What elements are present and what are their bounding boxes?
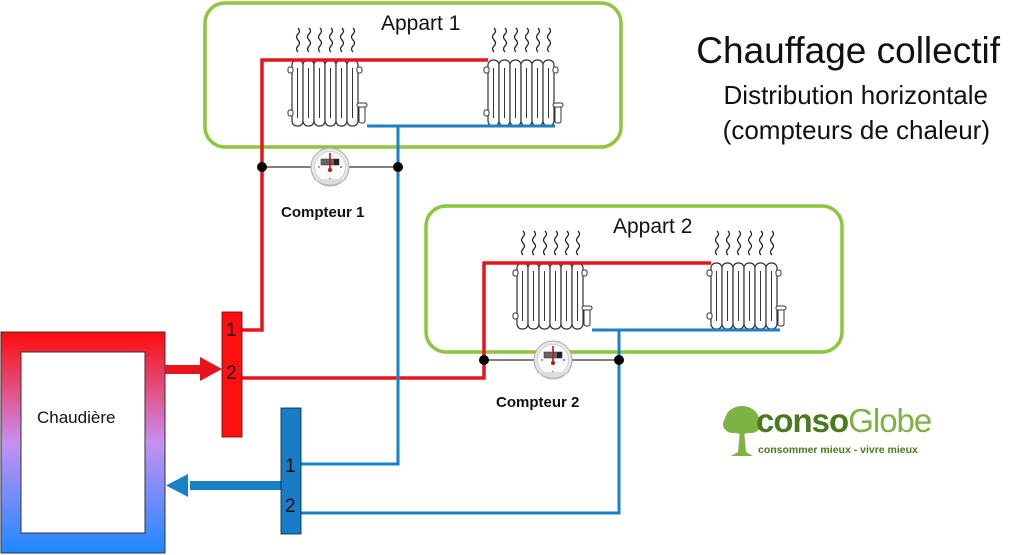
apartment-1-box — [203, 1, 623, 149]
return-inlet-2: 2 — [285, 496, 296, 517]
logo-name: consoGlobe — [756, 402, 932, 439]
supply-outlet-2: 2 — [226, 363, 237, 384]
heat-meter-icon — [533, 340, 573, 380]
apartment-2-box — [424, 204, 844, 354]
apartment-1-label: Appart 1 — [381, 12, 461, 35]
radiator-icon — [512, 230, 593, 330]
tree-icon — [723, 406, 761, 456]
supply-manifold — [221, 311, 243, 438]
return-arrow-icon — [166, 474, 188, 497]
diagram-subtitle-note: (compteurs de chaleur) — [722, 115, 990, 145]
return-manifold — [280, 407, 302, 535]
radiator-icon — [706, 230, 787, 330]
return-pipes — [298, 124, 780, 515]
apartment-2-label: Appart 2 — [613, 215, 693, 238]
meter-2-label: Compteur 2 — [496, 394, 580, 411]
supply-arrow-icon — [200, 357, 222, 381]
junction-dots — [257, 162, 624, 365]
diagram-title: Chauffage collectif — [696, 30, 1000, 71]
return-inlet-1: 1 — [285, 456, 296, 477]
heat-meter-icon — [310, 147, 350, 187]
supply-pipes — [242, 58, 711, 380]
supply-outlet-1: 1 — [226, 320, 237, 341]
consoglobe-logo: consoGlobe consommer mieux - vivre mieux — [722, 402, 932, 462]
radiator-icon — [287, 27, 368, 127]
diagram-subtitle: Distribution horizontale — [723, 80, 988, 110]
boiler-label: Chaudière — [37, 408, 116, 427]
radiator-icon — [483, 27, 564, 127]
meter-1-label: Compteur 1 — [281, 204, 365, 221]
logo-tagline: consommer mieux - vivre mieux — [758, 444, 918, 456]
